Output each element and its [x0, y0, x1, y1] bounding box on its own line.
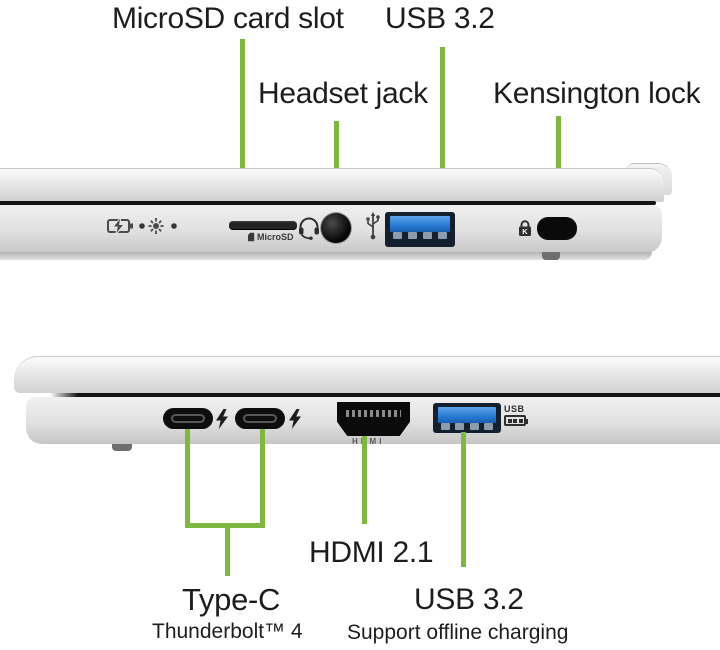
- lid-body-gap: [50, 393, 720, 397]
- annotation-line-typec-2: [260, 429, 265, 525]
- label-microsd-card-slot: MicroSD card slot: [112, 2, 344, 35]
- usb-c-port-tongue: [171, 414, 205, 423]
- headset-jack-port: [321, 213, 351, 243]
- usb-port-pins: [438, 423, 496, 431]
- rubber-foot: [542, 252, 560, 260]
- battery-charging-icon: [107, 216, 177, 236]
- rubber-foot: [112, 444, 132, 451]
- annotation-line-microsd: [240, 39, 245, 225]
- microsd-card-slot: [229, 221, 297, 230]
- svg-text:K: K: [522, 227, 528, 236]
- label-usb-3-2-top: USB 3.2: [385, 2, 495, 35]
- label-hdmi-2-1: HDMI 2.1: [309, 536, 434, 569]
- laptop-bottom-band: [0, 252, 652, 260]
- usb-c-port-2: [235, 408, 285, 429]
- usb-a-port: [433, 403, 501, 433]
- headset-icon: [299, 217, 319, 240]
- laptop-left-side-view: HDMI USB: [0, 355, 720, 455]
- annotation-line-typec-1: [185, 429, 190, 525]
- usb-port-tab: [438, 407, 496, 423]
- thunderbolt-icon: [289, 409, 301, 429]
- usb-c-port-1: [163, 408, 213, 429]
- annotation-line-hdmi: [362, 436, 367, 524]
- annotation-stem-typec: [225, 526, 230, 576]
- annotation-line-usb-top: [440, 47, 445, 221]
- lid-body-gap: [0, 201, 656, 205]
- label-thunderbolt-4: Thunderbolt™ 4: [152, 620, 303, 643]
- hdmi-port-pins: [346, 410, 401, 417]
- usb-icon: [366, 212, 380, 240]
- battery-icon: [504, 415, 528, 426]
- label-support-offline-charging: Support offline charging: [347, 621, 569, 644]
- label-kensington-lock: Kensington lock: [493, 77, 701, 110]
- label-headset-jack: Headset jack: [258, 77, 428, 110]
- usb-port-tab: [390, 216, 450, 232]
- thunderbolt-icon: [216, 409, 228, 429]
- kensington-lock-icon: K: [519, 220, 531, 236]
- laptop-right-side-view: MicroSD K: [0, 163, 690, 268]
- laptop-lid-edge: [14, 356, 720, 393]
- usb-a-port: [385, 212, 455, 247]
- label-type-c: Type-C: [182, 582, 281, 617]
- kensington-lock-slot: [537, 217, 577, 240]
- hdmi-marking: HDMI: [352, 437, 385, 446]
- usb-marking-text: USB: [504, 404, 525, 414]
- microsd-card-icon: [248, 232, 255, 242]
- label-usb-3-2-bottom: USB 3.2: [414, 583, 524, 616]
- microsd-marking: MicroSD: [247, 232, 294, 242]
- usb-c-port-tongue: [243, 414, 277, 423]
- laptop-lid-edge: [0, 168, 664, 202]
- microsd-marking-text: MicroSD: [257, 232, 294, 242]
- usb-port-pins: [390, 232, 450, 240]
- usb-offline-charging-icon: USB: [504, 405, 538, 426]
- hdmi-port: [337, 402, 410, 436]
- annotation-bracket-typec: [185, 523, 265, 528]
- annotation-line-usb-bottom: [461, 432, 466, 567]
